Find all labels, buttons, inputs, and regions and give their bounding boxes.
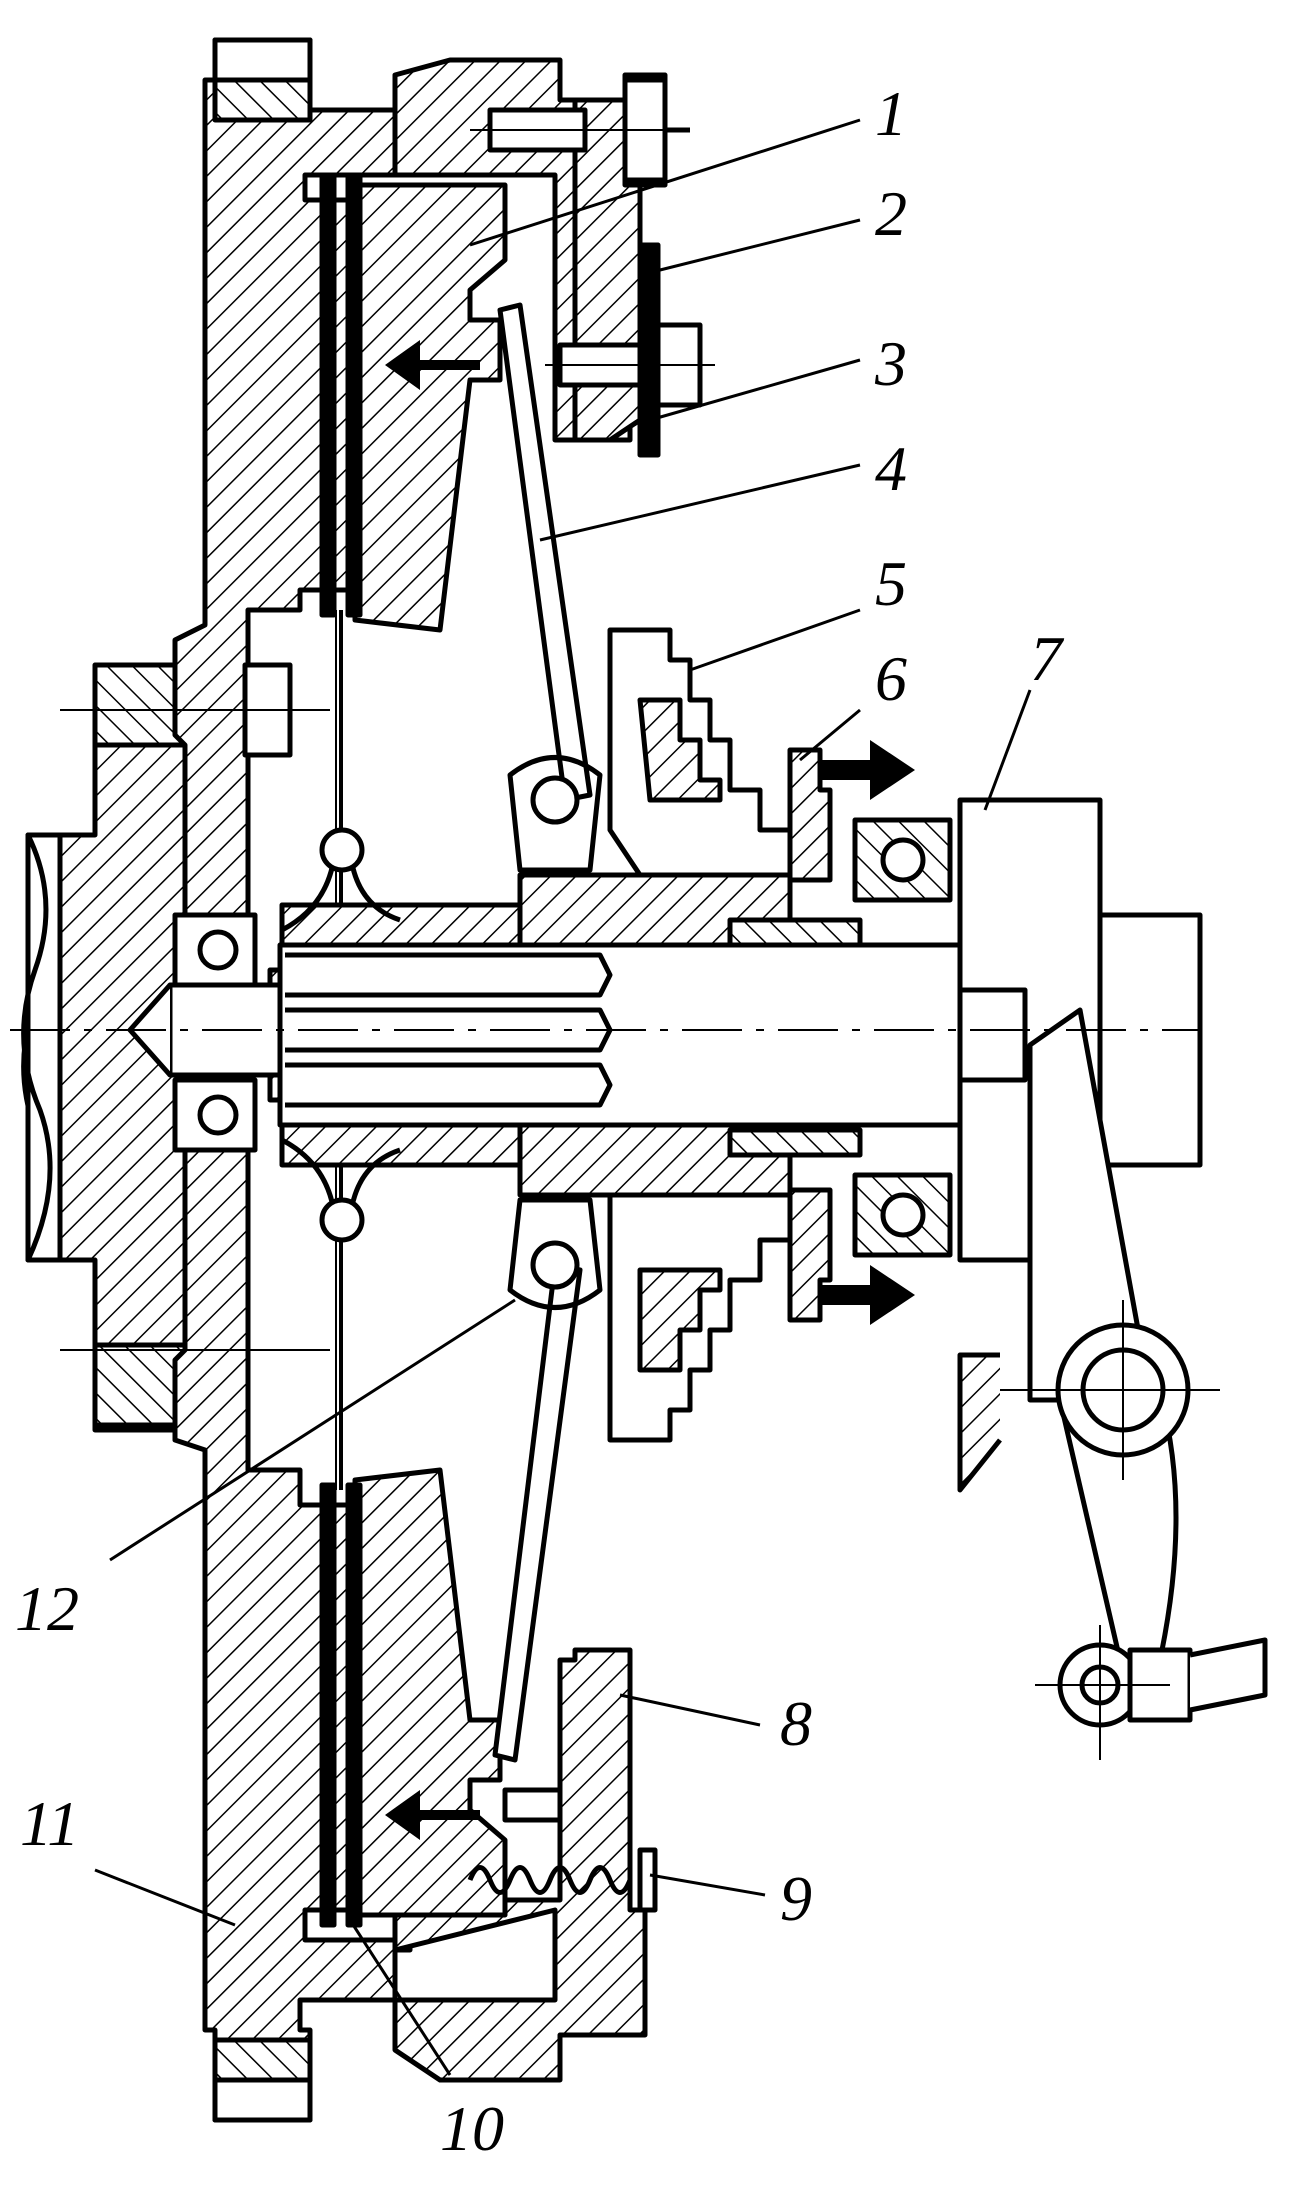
pressure-plate-top	[352, 182, 508, 633]
crankshaft-flange	[21, 662, 188, 1433]
release-bearing	[787, 747, 953, 1323]
flywheel-bolts	[60, 662, 330, 1351]
release-sleeve	[517, 872, 863, 1198]
spigot-bearing	[172, 912, 258, 1153]
cover-bolt-top	[470, 77, 690, 183]
callout-11: 11	[20, 1788, 79, 1859]
clutch-cover-bottom	[392, 1647, 648, 2083]
callout-3: 3	[874, 328, 907, 399]
release-fork	[957, 797, 1268, 1760]
stepped-housing	[607, 627, 793, 1443]
leader-lines	[94, 118, 1032, 2076]
force-arrows	[385, 340, 915, 1840]
callout-5: 5	[875, 548, 907, 619]
release-lever-top	[497, 302, 603, 873]
pressure-spring	[467, 1787, 658, 1913]
callout-10: 10	[440, 2093, 504, 2164]
callout-2: 2	[875, 178, 907, 249]
callout-12: 12	[15, 1573, 79, 1644]
release-lever-bottom	[492, 1197, 603, 1763]
callout-6: 6	[875, 643, 907, 714]
callout-9: 9	[780, 1863, 812, 1934]
callout-labels: 1 2 3 4 5 6 7 8 9 10 11 12	[15, 78, 1065, 2164]
adjusting-bolt	[545, 242, 715, 458]
pressure-plate-bottom	[352, 1467, 508, 1918]
callout-7: 7	[1030, 623, 1065, 694]
callout-4: 4	[875, 433, 907, 504]
callout-1: 1	[875, 78, 907, 149]
callout-8: 8	[780, 1688, 812, 1759]
